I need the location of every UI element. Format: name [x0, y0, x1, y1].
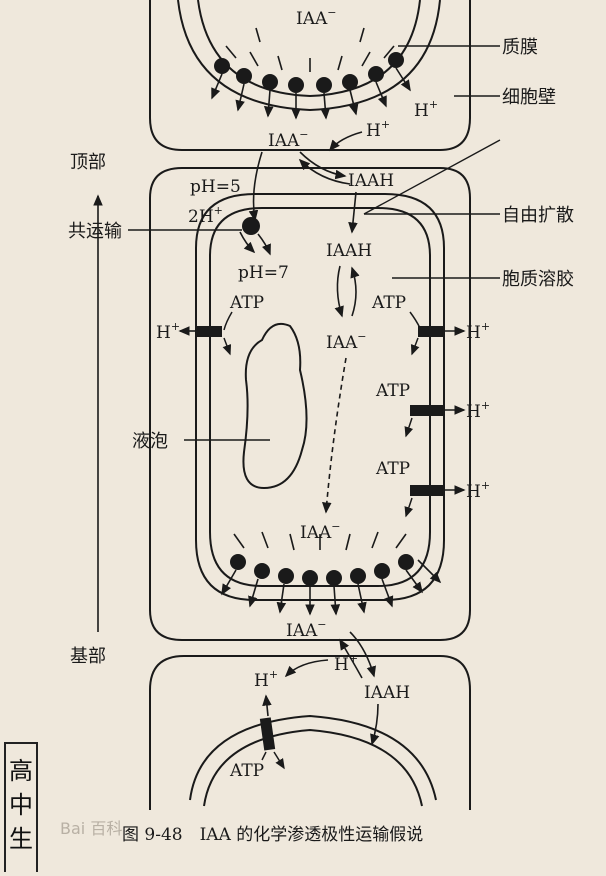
side-box-char-2: 中 — [9, 791, 33, 819]
iaah-cytosol: IAAH — [326, 241, 372, 261]
side-box-char-3: 生 — [9, 825, 33, 853]
right-atp-pump-3: H+ ATP — [375, 459, 490, 518]
watermark-text: Bai 百科 — [60, 819, 122, 838]
ph5-label: pH=5 — [190, 177, 241, 197]
h-left-pump: H+ — [156, 320, 180, 343]
atp-right-1: ATP — [371, 293, 406, 313]
base-label: 基部 — [70, 646, 106, 667]
bottom-cell: H+ ATP — [149, 655, 471, 810]
free-diffusion-label: 自由扩散 — [502, 205, 574, 226]
h-right-pump-1: H+ — [466, 320, 490, 343]
ph7-label: pH=7 — [238, 263, 289, 283]
h-right-pump-2: H+ — [466, 399, 490, 422]
atp-right-2: ATP — [375, 381, 410, 401]
atp-left: ATP — [229, 293, 264, 313]
h-wall-bottom: H+ — [334, 652, 358, 675]
figure-caption: 图 9-48 IAA 的化学渗透极性运输假说 — [122, 825, 423, 845]
atp-right-3: ATP — [375, 459, 410, 479]
cytosol-label: 胞质溶胶 — [502, 269, 574, 290]
middle-cell — [149, 167, 471, 641]
h-right-pump-3: H+ — [466, 479, 490, 502]
h-top-label: H+ — [414, 98, 438, 121]
iaah-wall-bottom: IAAH — [364, 683, 410, 703]
vacuole-shape — [242, 322, 308, 490]
iaa-bottom-cell: IAA− — [300, 520, 341, 543]
side-box-char-1: 高 — [9, 757, 33, 785]
iaa-wall-bottom: IAA− — [286, 618, 327, 641]
iaah-wall-top: IAAH — [348, 171, 394, 191]
left-atp-pump: H+ ATP — [156, 293, 264, 356]
plasma-membrane-label: 质膜 — [502, 37, 538, 58]
top-cell: IAA− H+ — [149, 0, 471, 151]
symport-label: 共运输 — [68, 221, 122, 242]
bottom-efflux-carriers — [221, 531, 442, 616]
side-box: 高 中 生 — [4, 742, 38, 872]
atp-bottom: ATP — [229, 761, 264, 781]
polarity-axis: 顶部 基部 — [70, 152, 106, 667]
iaa-cytosol: IAA− — [326, 330, 367, 353]
wall-space-top: IAA− H+ IAAH — [248, 118, 394, 222]
right-atp-pump-1: H+ ATP — [371, 293, 490, 356]
h-wall-top: H+ — [366, 118, 390, 141]
carrier-dots-top — [214, 52, 404, 93]
callouts: 质膜 细胞壁 自由扩散 胞质溶胶 共运输 液泡 — [68, 37, 574, 452]
symport-carrier: 2H+ pH=5 pH=7 — [188, 177, 289, 283]
right-atp-pump-2: H+ ATP — [375, 381, 490, 438]
iaa-top-label: IAA− — [296, 6, 337, 29]
two-h-label: 2H+ — [188, 204, 223, 227]
iaa-wall-top: IAA− — [268, 128, 309, 151]
h-bottom-cell: H+ — [254, 668, 278, 691]
cell-wall-label: 细胞壁 — [502, 87, 556, 108]
wall-space-bottom: IAA− H+ IAAH — [284, 618, 410, 746]
apex-label: 顶部 — [70, 152, 106, 173]
cytosol-chem: IAAH IAA− IAA− — [300, 241, 372, 543]
vacuole-label: 液泡 — [132, 431, 168, 452]
